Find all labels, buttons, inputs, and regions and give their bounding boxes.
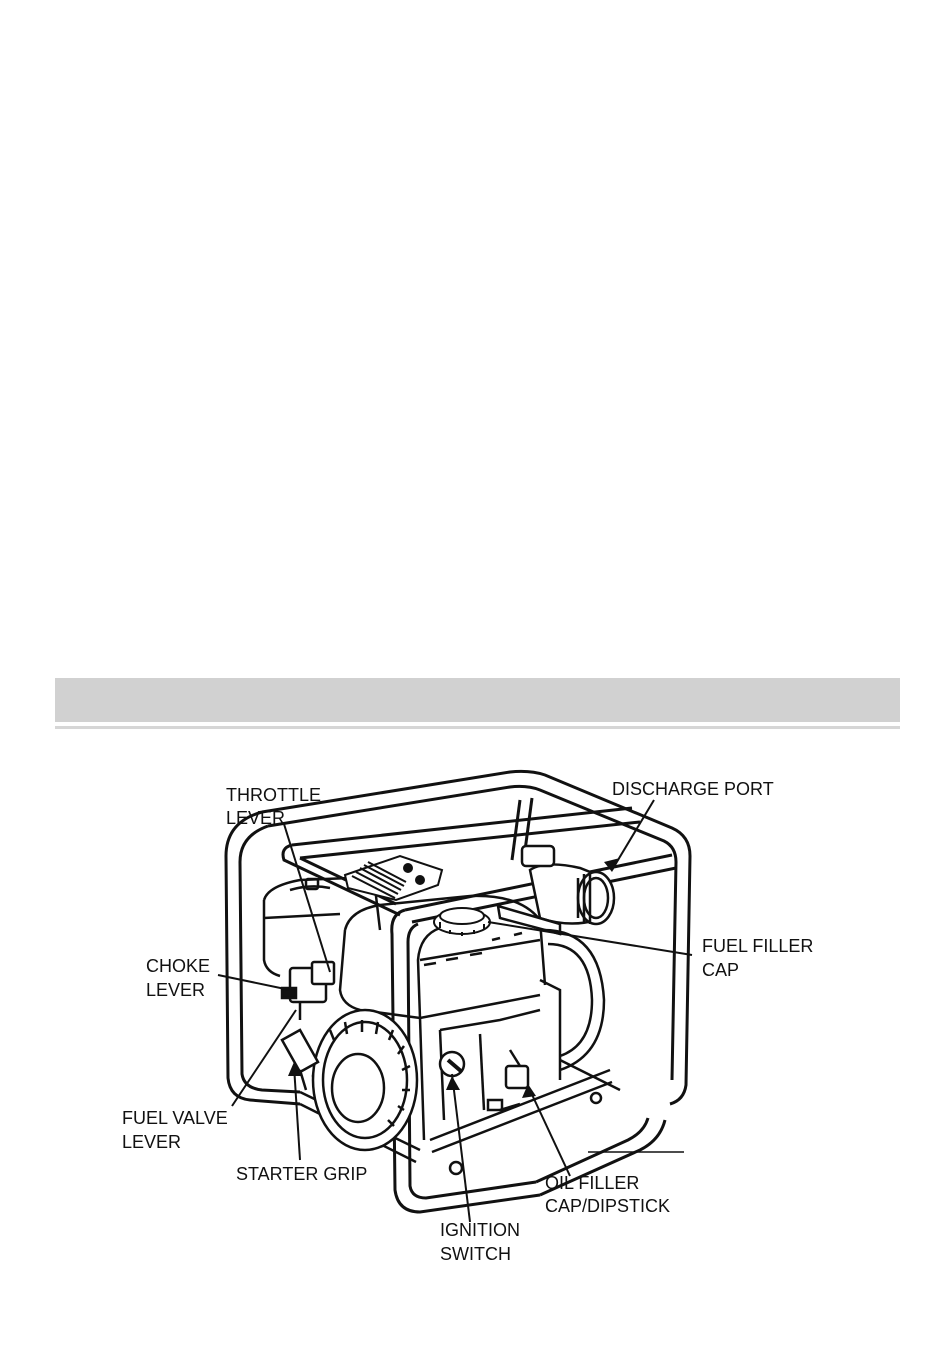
oil-filler-cap <box>506 1050 528 1088</box>
recoil-starter <box>313 1010 417 1150</box>
discharge-port <box>498 846 614 934</box>
fuel-filler-cap <box>434 908 490 936</box>
label-fuel-valve-lever: FUEL VALVE LEVER <box>122 1108 233 1152</box>
label-discharge-port: DISCHARGE PORT <box>612 779 774 799</box>
label-fuel-filler-cap: FUEL FILLER CAP <box>702 936 818 980</box>
carburetor <box>282 962 334 1020</box>
label-choke-lever: CHOKE LEVER <box>146 956 215 1000</box>
cylinder-head-cover <box>345 856 442 900</box>
label-starter-grip: STARTER GRIP <box>236 1164 367 1184</box>
label-ignition-switch: IGNITION SWITCH <box>440 1220 525 1264</box>
label-throttle-lever: THROTTLE LEVER <box>226 785 326 828</box>
ignition-switch <box>440 1052 464 1076</box>
pump-volute <box>540 930 604 1080</box>
label-oil-filler-cap: OIL FILLER CAP/DIPSTICK <box>545 1173 670 1216</box>
